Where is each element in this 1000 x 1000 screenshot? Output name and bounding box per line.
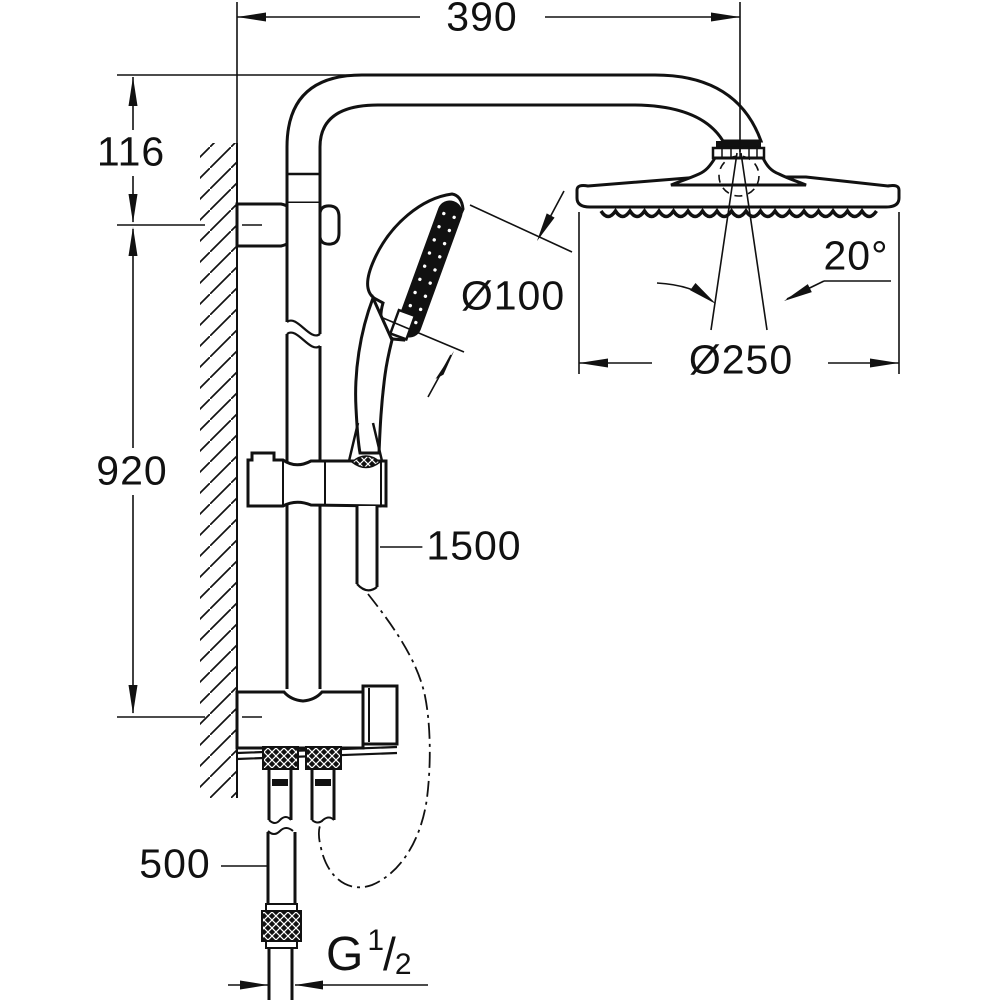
- rail-break-symbol: [286, 319, 321, 349]
- arm-tube: [285, 73, 764, 205]
- dim-label-hand-shower-diameter: Ø100: [456, 275, 570, 317]
- pipe-marking: [315, 779, 331, 786]
- rail-fill: [287, 203, 320, 689]
- hose-nut: [305, 746, 342, 770]
- dim-label-head-shower-angle: 20°: [819, 235, 893, 277]
- thread-denominator: 2: [394, 948, 412, 981]
- hand-shower-handle: [354, 294, 394, 455]
- hose-phantom-loop: [317, 593, 431, 889]
- dim-label-hose-500: 500: [135, 843, 215, 885]
- thread-letter: G: [326, 928, 364, 981]
- dim-label-390: 390: [442, 0, 522, 38]
- supply-connections: [261, 746, 342, 1000]
- pipe-end-break: [311, 816, 335, 824]
- arrowhead: [237, 12, 266, 22]
- shower-arm: [285, 73, 764, 205]
- handle-holder-cone: [347, 422, 384, 462]
- hand-shower-hose: [317, 506, 431, 889]
- coupling-flange-top: [265, 903, 298, 912]
- spray-nozzles: [599, 207, 878, 219]
- tilt-range-lines: [710, 152, 768, 331]
- dim-label-116: 116: [92, 131, 170, 173]
- dim-label-hose-1500: 1500: [422, 525, 526, 567]
- head-shower-plate: [575, 175, 901, 209]
- shower-rail: [285, 203, 322, 689]
- arm-nut-band: [716, 141, 761, 148]
- arrowhead: [711, 12, 740, 22]
- nut-ridges: [721, 148, 758, 158]
- supply-hose-coupling: [261, 910, 302, 942]
- head-shower: [575, 141, 901, 331]
- holder-rubber-cone: [350, 455, 382, 469]
- coupling-flange-bottom: [265, 940, 298, 949]
- supply-nut: [262, 746, 299, 770]
- ball-joint-phantom: [718, 155, 760, 197]
- slider-bracket: [246, 422, 388, 508]
- hand-shower: [354, 192, 465, 455]
- bracket-body: [235, 690, 365, 750]
- pipe-marking: [272, 779, 288, 786]
- spray-mode-button: [388, 308, 417, 341]
- thread-slash: /: [383, 928, 396, 980]
- pipe-break: [268, 816, 292, 824]
- hose-break-symbol: [356, 583, 378, 592]
- dim-label-head-shower-diameter: Ø250: [684, 339, 798, 381]
- wall-hatching: [200, 143, 237, 798]
- dim-label-920: 920: [92, 450, 172, 492]
- rail-break-gap: [287, 320, 320, 348]
- wall-section: [200, 143, 238, 798]
- thread-numerator: 1: [367, 924, 385, 957]
- ball-joint-housing: [670, 156, 807, 187]
- dimensions: [117, 2, 900, 990]
- wall-bracket-knob: [318, 204, 341, 246]
